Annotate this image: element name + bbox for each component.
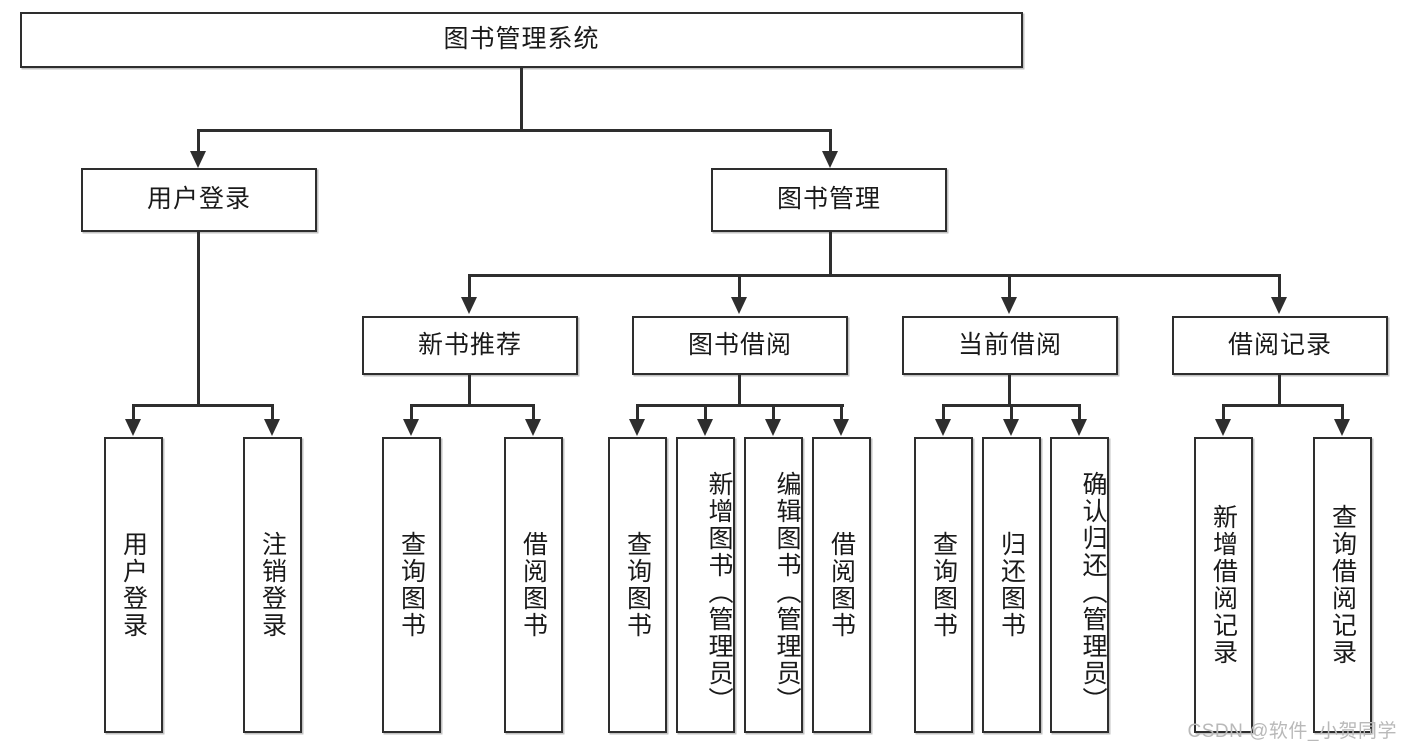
node-leaf-user-login[interactable]: 用户登录: [104, 437, 163, 733]
node-leaf-borrow-book-2-label: 借阅图书: [827, 531, 856, 639]
node-leaf-query-book-2-label: 查询图书: [623, 531, 652, 639]
connector-borrow-record-bus: [1222, 404, 1344, 407]
connector-book-borrow-drop-2: [704, 404, 707, 420]
connector-level2-drop-book-management: [829, 129, 832, 153]
connector-borrow-record-drop-2: [1341, 404, 1344, 420]
connector-borrow-record-drop-1: [1222, 404, 1225, 420]
arrowhead-leaf-borrow-book-1: [525, 419, 541, 436]
node-leaf-confirm-return-label: 确认归还（管理员）: [1079, 470, 1107, 714]
node-leaf-query-book-1[interactable]: 查询图书: [382, 437, 441, 733]
arrowhead-leaf-query-record: [1334, 419, 1350, 436]
connector-current-borrow-drop-3: [1078, 404, 1081, 420]
connector-level2-bus: [197, 129, 832, 132]
node-root[interactable]: 图书管理系统: [20, 12, 1023, 68]
connector-current-borrow-drop-1: [942, 404, 945, 420]
connector-book-borrow-drop-3: [772, 404, 775, 420]
connector-root-stem: [520, 68, 523, 130]
connector-level3-drop-new-book: [468, 274, 471, 298]
node-leaf-query-book-3-label: 查询图书: [929, 531, 958, 639]
node-leaf-borrow-book-1[interactable]: 借阅图书: [504, 437, 563, 733]
arrowhead-user-login: [190, 151, 206, 168]
node-leaf-return-book-label: 归还图书: [997, 531, 1026, 639]
node-leaf-user-logout[interactable]: 注销登录: [243, 437, 302, 733]
node-user-login-label: 用户登录: [146, 185, 251, 214]
connector-user-login-stem: [197, 232, 200, 405]
node-leaf-add-record[interactable]: 新增借阅记录: [1194, 437, 1253, 733]
connector-borrow-record-stem: [1278, 375, 1281, 405]
connector-level3-drop-book-borrow: [738, 274, 741, 298]
node-leaf-confirm-return[interactable]: 确认归还（管理员）: [1050, 437, 1109, 733]
connector-book-borrow-drop-1: [636, 404, 639, 420]
arrowhead-leaf-add-book: [697, 419, 713, 436]
node-book-borrow[interactable]: 图书借阅: [632, 316, 848, 375]
arrowhead-leaf-user-logout: [264, 419, 280, 436]
node-leaf-user-login-label: 用户登录: [119, 531, 148, 639]
node-user-login[interactable]: 用户登录: [81, 168, 317, 232]
node-borrow-record[interactable]: 借阅记录: [1172, 316, 1388, 375]
arrowhead-leaf-edit-book: [765, 419, 781, 436]
node-leaf-query-book-3[interactable]: 查询图书: [914, 437, 973, 733]
connector-user-login-drop-2: [271, 404, 274, 420]
arrowhead-leaf-user-login: [125, 419, 141, 436]
connector-current-borrow-drop-2: [1010, 404, 1013, 420]
node-leaf-edit-book-label: 编辑图书（管理员）: [773, 470, 801, 714]
connector-book-management-stem: [829, 232, 832, 275]
connector-level3-drop-borrow-record: [1278, 274, 1281, 298]
node-leaf-return-book[interactable]: 归还图书: [982, 437, 1041, 733]
node-leaf-user-logout-label: 注销登录: [258, 531, 287, 639]
arrowhead-book-borrow: [731, 297, 747, 314]
connector-level3-drop-current-borrow: [1008, 274, 1011, 298]
arrowhead-new-book-recommend: [461, 297, 477, 314]
connector-new-book-bus: [410, 404, 535, 407]
node-leaf-borrow-book-2[interactable]: 借阅图书: [812, 437, 871, 733]
node-book-borrow-label: 图书借阅: [687, 330, 792, 359]
arrowhead-leaf-query-book-1: [403, 419, 419, 436]
connector-book-borrow-drop-4: [840, 404, 843, 420]
arrowhead-leaf-confirm-return: [1071, 419, 1087, 436]
node-borrow-record-label: 借阅记录: [1227, 330, 1332, 359]
arrowhead-leaf-add-record: [1215, 419, 1231, 436]
arrowhead-leaf-return-book: [1003, 419, 1019, 436]
arrowhead-current-borrow: [1001, 297, 1017, 314]
connector-new-book-drop-2: [532, 404, 535, 420]
node-current-borrow-label: 当前借阅: [957, 330, 1062, 359]
node-leaf-query-record-label: 查询借阅记录: [1328, 504, 1357, 666]
node-leaf-query-book-1-label: 查询图书: [397, 531, 426, 639]
node-leaf-add-record-label: 新增借阅记录: [1209, 504, 1238, 666]
connector-book-borrow-stem: [738, 375, 741, 405]
node-book-management-label: 图书管理: [776, 185, 881, 214]
node-book-management[interactable]: 图书管理: [711, 168, 947, 232]
connector-user-login-bus: [132, 404, 271, 407]
connector-level3-bus: [468, 274, 1280, 277]
node-root-label: 图书管理系统: [443, 25, 600, 54]
connector-current-borrow-stem: [1008, 375, 1011, 405]
arrowhead-leaf-query-book-2: [629, 419, 645, 436]
connector-level2-drop-user-login: [197, 129, 200, 153]
node-leaf-add-book[interactable]: 新增图书（管理员）: [676, 437, 735, 733]
node-current-borrow[interactable]: 当前借阅: [902, 316, 1118, 375]
node-leaf-add-book-label: 新增图书（管理员）: [705, 470, 733, 714]
arrowhead-leaf-borrow-book-2: [833, 419, 849, 436]
connector-book-borrow-bus: [636, 404, 844, 407]
node-leaf-query-book-2[interactable]: 查询图书: [608, 437, 667, 733]
arrowhead-leaf-query-book-3: [935, 419, 951, 436]
node-leaf-edit-book[interactable]: 编辑图书（管理员）: [744, 437, 803, 733]
connector-new-book-drop-1: [410, 404, 413, 420]
arrowhead-borrow-record: [1271, 297, 1287, 314]
arrowhead-book-management: [822, 151, 838, 168]
node-new-book-recommend[interactable]: 新书推荐: [362, 316, 578, 375]
connector-user-login-drop-1: [132, 404, 135, 420]
node-new-book-recommend-label: 新书推荐: [417, 330, 522, 359]
node-leaf-query-record[interactable]: 查询借阅记录: [1313, 437, 1372, 733]
connector-new-book-stem: [468, 375, 471, 405]
node-leaf-borrow-book-1-label: 借阅图书: [519, 531, 548, 639]
